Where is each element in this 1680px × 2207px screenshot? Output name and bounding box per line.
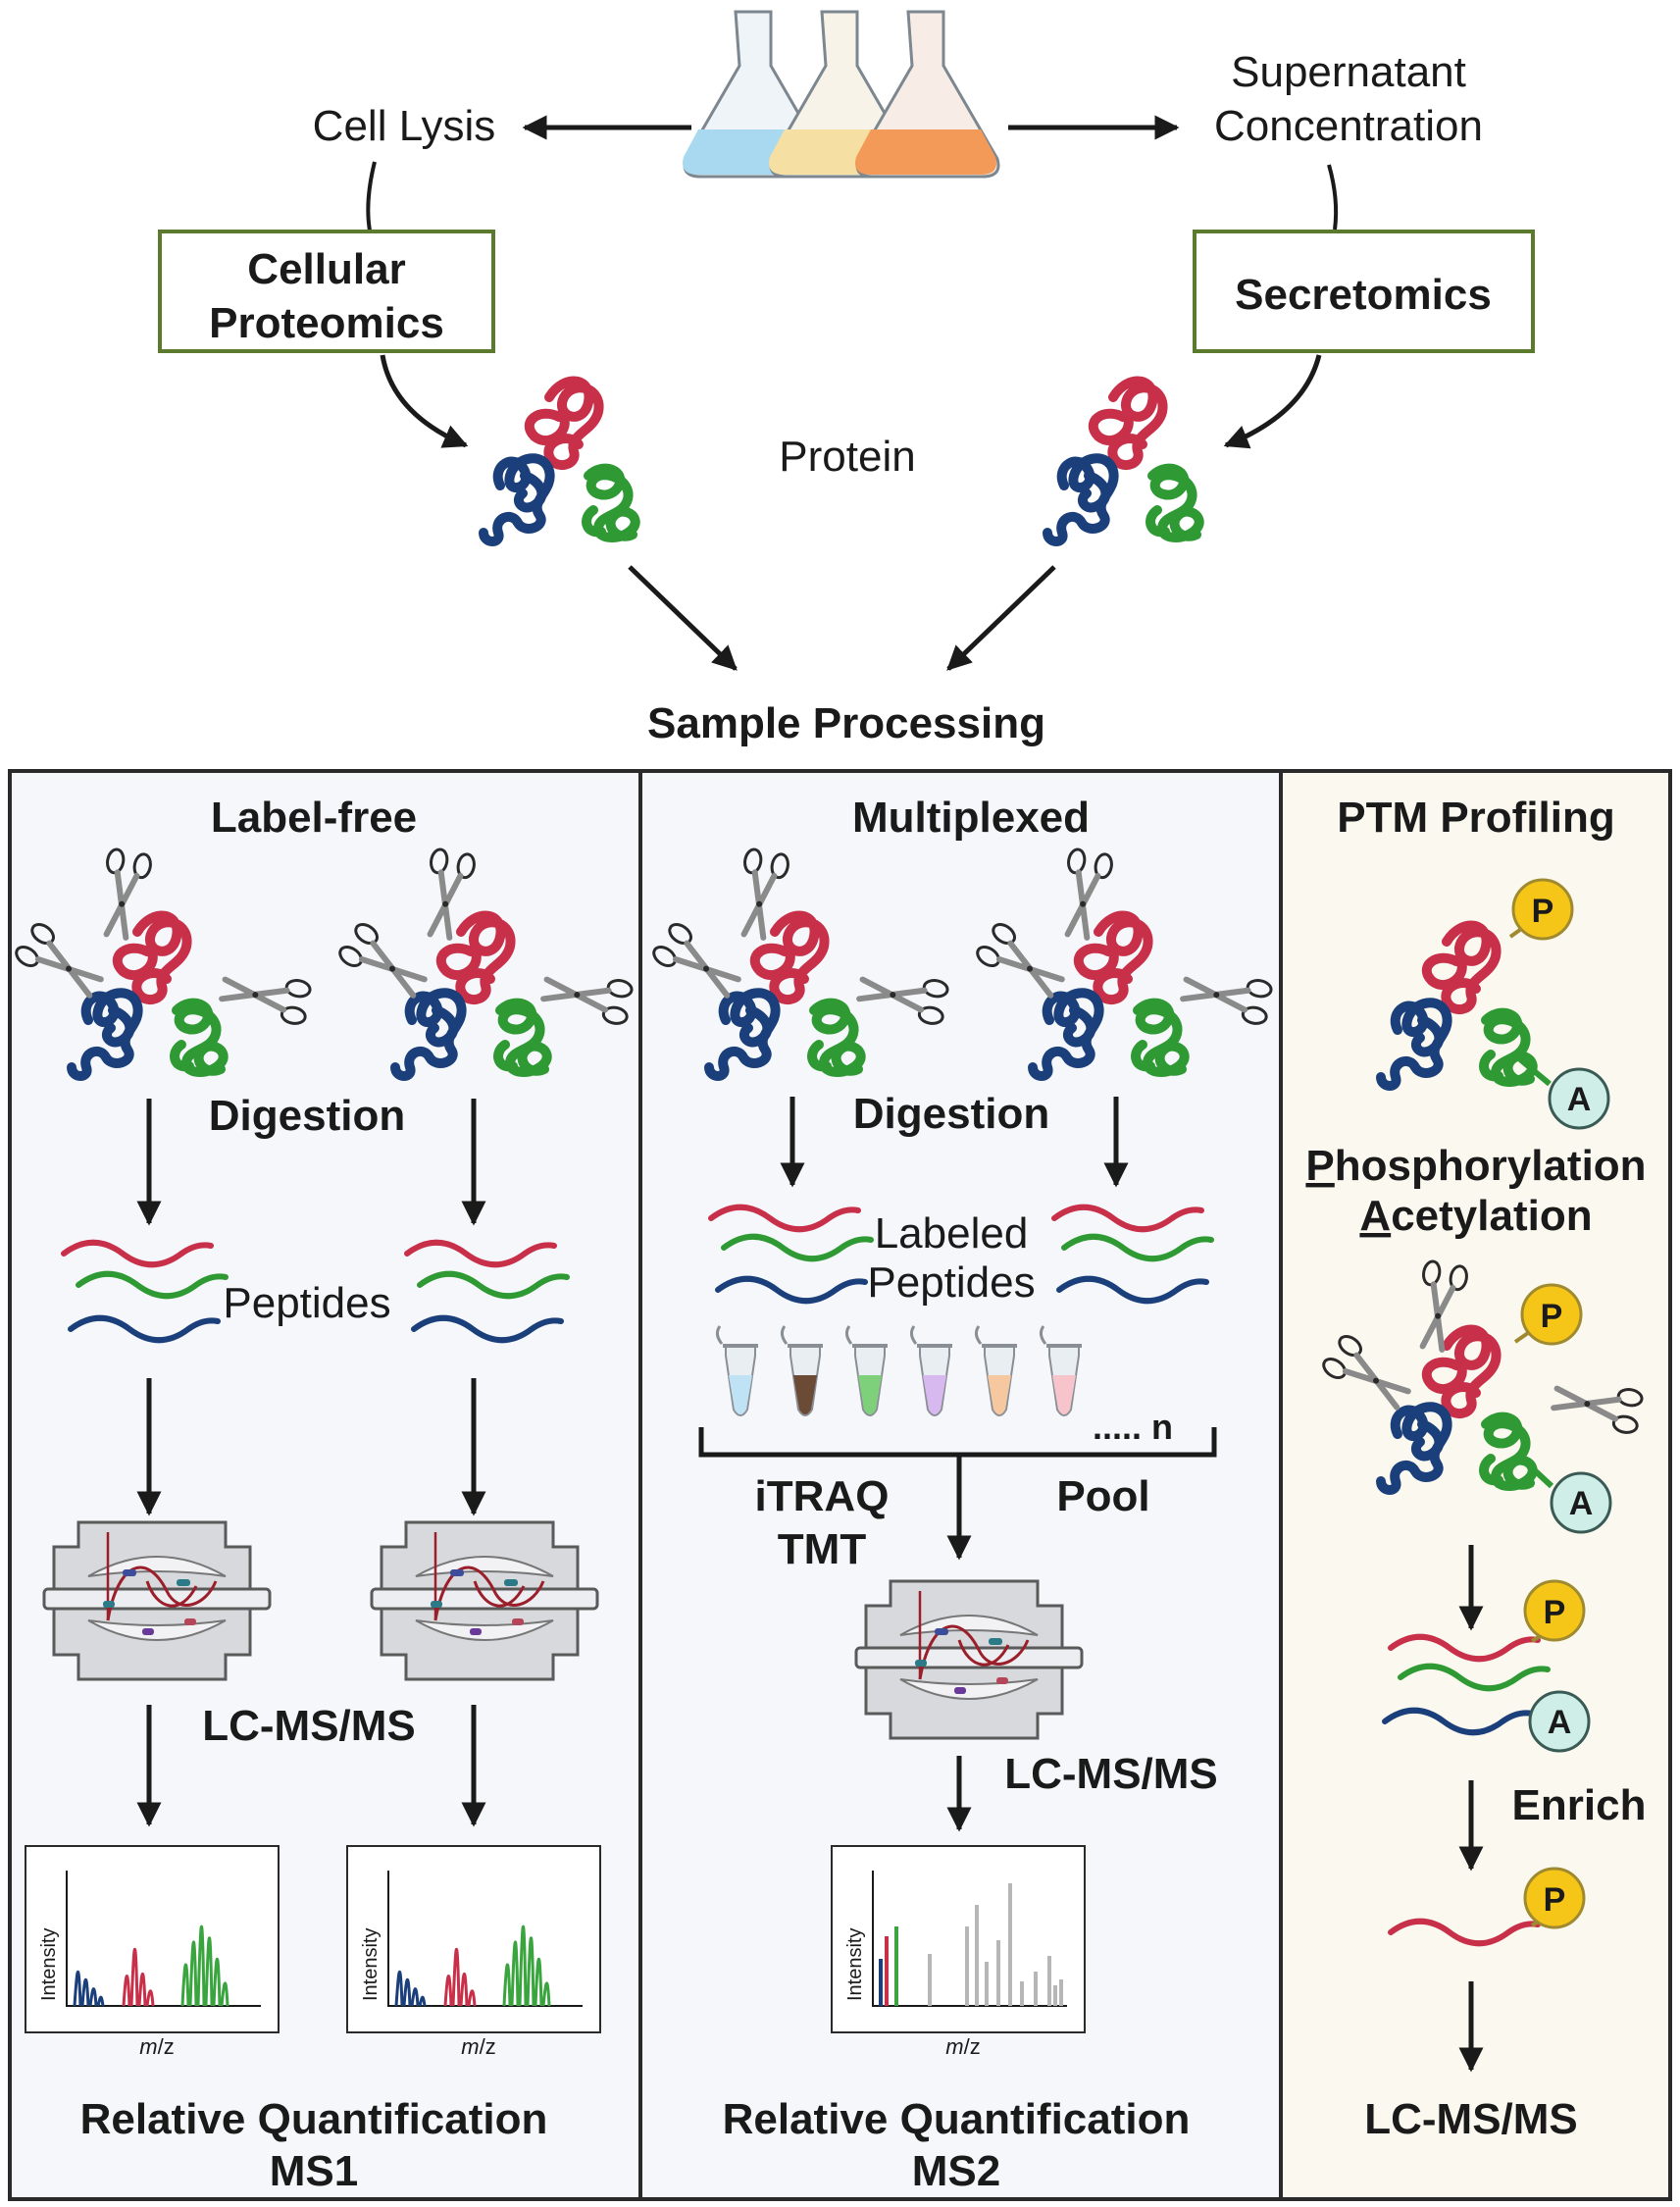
- culture-flasks-illustration: [683, 10, 1000, 179]
- lf-lcms-instrument-left: [42, 1520, 272, 1681]
- lf-spectrum-ylabel-left: Intensity: [38, 1928, 60, 2001]
- lf-quant-line1: Relative Quantification: [80, 2095, 548, 2143]
- lf-spectrum-xlabel-right: m/z: [461, 2034, 495, 2059]
- mx-quant-line1: Relative Quantification: [723, 2095, 1191, 2143]
- lf-lcms-label: LC-MS/MS: [202, 1702, 416, 1750]
- arrow-left-to-sample-processing: [628, 565, 738, 671]
- mx-digestion-label: Digestion: [853, 1090, 1049, 1138]
- ptm-acetyl-badge-1: [1548, 1067, 1610, 1130]
- secretomics-label: Secretomics: [1235, 271, 1492, 319]
- sample-processing-label: Sample Processing: [647, 699, 1045, 747]
- ptm-lcms-label: LC-MS/MS: [1364, 2095, 1578, 2143]
- lf-ms1-spectrum-right: [345, 1844, 602, 2034]
- mx-quant-line2: MS2: [912, 2147, 1000, 2195]
- mx-lcms-instrument: [854, 1579, 1084, 1740]
- mx-tmt-label: TMT: [778, 1525, 867, 1573]
- tmt-tubes: [715, 1324, 1084, 1417]
- mx-itraq-label: iTRAQ: [755, 1472, 890, 1520]
- ptm-phospho-badge-3-label: P: [1544, 1594, 1566, 1631]
- ptm-phospho-badge-1-label: P: [1532, 893, 1554, 930]
- mx-pool-label: Pool: [1056, 1472, 1149, 1520]
- arrow-right-to-sample-processing: [946, 565, 1056, 671]
- ptm-title: PTM Profiling: [1337, 794, 1615, 842]
- label-free-title: Label-free: [211, 794, 417, 842]
- ptm-acetyl-link-1: [1518, 1056, 1552, 1087]
- multiplexed-title: Multiplexed: [852, 794, 1090, 842]
- ptm-acetyl-badge-2: [1550, 1471, 1612, 1534]
- lf-peptides-label: Peptides: [223, 1279, 390, 1327]
- supernatant-label-line2: Concentration: [1214, 102, 1483, 150]
- lf-ms1-spectrum-left: [24, 1844, 280, 2034]
- ptm-enrich-label: Enrich: [1512, 1781, 1647, 1829]
- lf-digestion-label: Digestion: [209, 1092, 405, 1140]
- lf-quant-line2: MS1: [270, 2147, 358, 2195]
- cellular-proteomics-box: [158, 230, 495, 353]
- ptm-acetyl-link-2: [1522, 1459, 1554, 1489]
- mx-tubes-more-label: ..... n: [1093, 1407, 1173, 1447]
- ptm-acetyl-badge-1-label: A: [1567, 1081, 1592, 1118]
- ptm-phosphorylation-label: Phosphorylation: [1305, 1142, 1646, 1190]
- ptm-acetyl-badge-3-label: A: [1548, 1704, 1572, 1741]
- ptm-phospho-badge-3: [1523, 1579, 1586, 1642]
- lf-spectrum-ylabel-right: Intensity: [360, 1928, 382, 2001]
- cellular-proteomics-line1: Cellular: [247, 245, 405, 293]
- connector-cell-lysis: [366, 161, 377, 231]
- cellular-proteomics-line2: Proteomics: [209, 299, 444, 347]
- ptm-acetyl-badge-2-label: A: [1569, 1485, 1594, 1522]
- arrow-cellular-to-protein: [380, 354, 469, 448]
- ptm-phospho-badge-2-label: P: [1541, 1298, 1563, 1335]
- ptm-acetyl-badge-3: [1528, 1690, 1591, 1753]
- mx-labeled-line2: Peptides: [867, 1258, 1035, 1307]
- protein-cluster-left: [484, 382, 636, 541]
- ptm-phospho-badge-1: [1511, 878, 1574, 941]
- mx-lcms-label: LC-MS/MS: [1004, 1750, 1218, 1798]
- secretomics-box: [1193, 230, 1535, 353]
- mx-ms2-spectrum: [830, 1844, 1087, 2034]
- protein-label: Protein: [779, 433, 915, 481]
- mx-spectrum-xlabel: m/z: [945, 2034, 980, 2059]
- cell-lysis-label: Cell Lysis: [313, 102, 496, 150]
- protein-cluster-right: [1047, 382, 1199, 541]
- ptm-acetylation-label: Acetylation: [1359, 1192, 1592, 1240]
- ptm-phospho-badge-2: [1520, 1283, 1583, 1346]
- supernatant-label-line1: Supernatant: [1231, 48, 1466, 96]
- lf-lcms-instrument-right: [370, 1520, 599, 1681]
- connector-supernatant: [1327, 164, 1339, 231]
- ptm-phospho-badge-4-label: P: [1544, 1881, 1566, 1919]
- arrow-secretomics-to-protein: [1223, 354, 1322, 449]
- ptm-phospho-badge-4: [1523, 1867, 1586, 1929]
- lf-spectrum-xlabel-left: m/z: [139, 2034, 174, 2059]
- mx-spectrum-ylabel: Intensity: [844, 1928, 866, 2001]
- mx-labeled-line1: Labeled: [875, 1209, 1029, 1257]
